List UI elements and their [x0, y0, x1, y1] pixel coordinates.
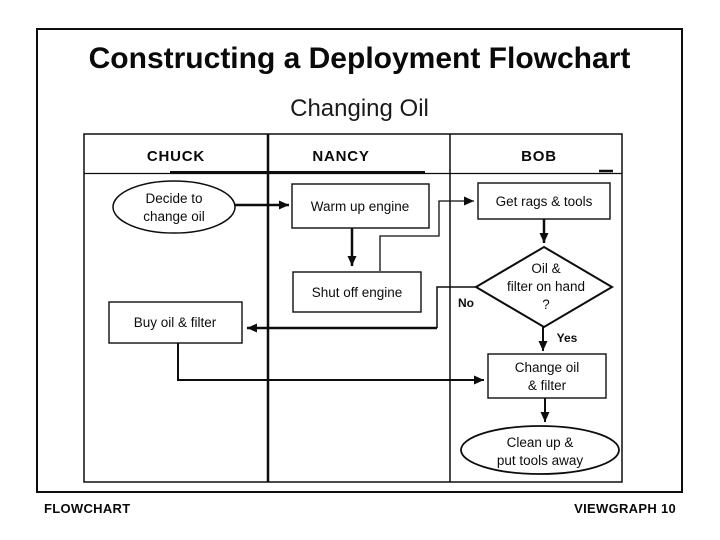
node-shutoff-label: Shut off engine — [312, 285, 403, 300]
node-decide-line2: change oil — [143, 209, 205, 224]
node-decision-diamond — [474, 245, 614, 329]
branch-label-yes: Yes — [557, 331, 578, 345]
node-decision-line3: ? — [542, 297, 550, 312]
edge-buy-to-change — [177, 343, 484, 385]
column-header-bob: BOB — [521, 148, 557, 165]
node-shutoff-box — [292, 271, 422, 313]
node-buy-label: Buy oil & filter — [134, 315, 217, 330]
node-decision-line2: filter on hand — [507, 279, 585, 294]
node-decision-line1: Oil & — [531, 261, 560, 276]
node-getrags-box — [477, 182, 611, 220]
slide-title: Constructing a Deployment Flowchart — [88, 42, 631, 75]
column-header-chuck: CHUCK — [147, 148, 205, 165]
node-cleanup-line2: put tools away — [497, 453, 584, 468]
node-cleanup-line1: Clean up & — [507, 435, 574, 450]
node-change-box — [487, 353, 607, 399]
node-change-line1: Change oil — [515, 360, 580, 375]
node-warm-box — [291, 183, 430, 229]
footer-right-label: VIEWGRAPH 10 — [574, 501, 676, 516]
node-warm-label: Warm up engine — [311, 199, 410, 214]
node-cleanup-ellipse — [460, 425, 620, 475]
column-header-nancy: NANCY — [312, 148, 369, 165]
edge-no-elbow — [436, 286, 476, 328]
node-decide-line1: Decide to — [145, 191, 202, 206]
branch-label-no: No — [458, 296, 474, 310]
edge-shutoff-to-getrags — [379, 196, 474, 271]
swimlane-table-border — [83, 133, 623, 483]
node-decide-ellipse — [112, 180, 236, 234]
slide-subtitle: Changing Oil — [290, 95, 429, 122]
node-buy-box — [108, 301, 243, 344]
footer-left-label: FLOWCHART — [44, 501, 131, 516]
slide-frame — [36, 28, 683, 493]
node-change-line2: & filter — [528, 378, 567, 393]
node-getrags-label: Get rags & tools — [496, 194, 593, 209]
